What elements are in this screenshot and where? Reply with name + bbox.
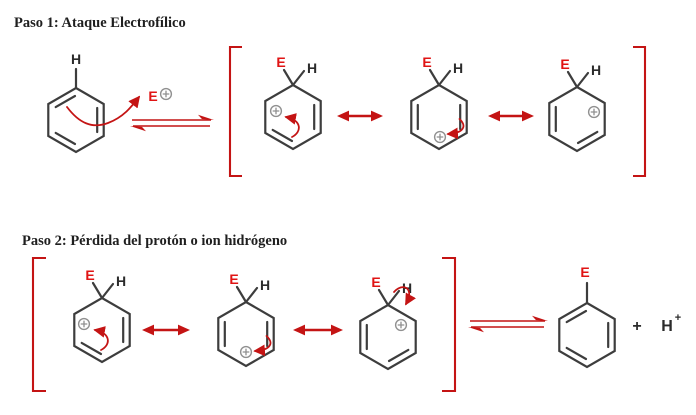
step2-open-bracket <box>31 256 46 393</box>
plus-charge-icon <box>587 105 601 119</box>
c-h-bond <box>244 286 259 304</box>
e-substituent-label: E <box>560 56 569 72</box>
c-e-bond <box>566 70 579 89</box>
benzene-ring <box>264 83 322 151</box>
step2-arenium-ion-1: E H <box>73 267 131 364</box>
c-h-bond <box>100 282 115 300</box>
left-arrowhead-icon <box>142 324 154 336</box>
benzene-ring <box>359 303 417 371</box>
e-substituent-label: E <box>580 264 589 280</box>
electron-shift-arrow <box>93 326 109 351</box>
resonance-arrow <box>488 110 534 122</box>
left-arrowhead-icon <box>293 324 305 336</box>
right-arrowhead-icon <box>522 110 534 122</box>
e-substituent-label: E <box>85 267 94 283</box>
proton-charge-label: + <box>675 312 681 324</box>
step2-title: Paso 2: Pérdida del protón o ion hidróge… <box>22 233 287 249</box>
e-substituent-label: E <box>422 54 431 70</box>
resonance-arrow <box>142 324 190 336</box>
hydrogen-label: H <box>591 62 601 78</box>
benzene-ring <box>47 86 105 154</box>
forward-arrowhead-icon <box>532 315 548 321</box>
resonance-arrow <box>293 324 343 336</box>
c-e-bond <box>235 285 248 304</box>
resonance-arrow <box>337 110 383 122</box>
step2-close-bracket <box>442 256 457 393</box>
c-e-bond <box>91 281 104 300</box>
step1-open-bracket <box>228 45 242 178</box>
benzene-ring <box>548 85 606 153</box>
forward-arrowhead-icon <box>198 114 214 120</box>
left-arrowhead-icon <box>488 110 500 122</box>
electrophile-symbol: E <box>148 87 173 104</box>
e-substituent-label: E <box>229 271 238 287</box>
proton-product: + H + <box>632 312 681 335</box>
plus-charge-icon <box>394 318 408 332</box>
step2-arenium-ion-2: E H <box>217 271 275 368</box>
c-h-bond <box>291 69 306 87</box>
hydrogen-label: H <box>307 60 317 76</box>
c-h-bond <box>386 289 401 307</box>
e-substituent-label: E <box>371 274 380 290</box>
step1-arenium-ion-1: E H <box>264 54 322 151</box>
step1-equilibrium-arrows <box>130 114 214 132</box>
c-e-bond <box>377 288 390 307</box>
step1-arenium-ion-3: E H <box>548 56 606 153</box>
hydrogen-label: H <box>116 273 126 289</box>
benzene-ring <box>217 300 275 368</box>
electron-shift-arrow <box>284 113 300 138</box>
proton-label: H <box>661 318 673 335</box>
step1-close-bracket <box>633 45 647 178</box>
left-arrowhead-icon <box>337 110 349 122</box>
electron-pair-curved-arrow <box>66 95 141 127</box>
hydrogen-label: H <box>260 277 270 293</box>
electron-shift-arrow <box>446 118 465 140</box>
reverse-arrowhead-icon <box>468 327 484 333</box>
step2-equilibrium-arrows <box>468 315 548 333</box>
benzene-ring <box>410 83 468 151</box>
step1-title: Paso 1: Ataque Electrofílico <box>14 15 186 31</box>
c-e-bond <box>282 68 295 87</box>
right-arrowhead-icon <box>371 110 383 122</box>
plus-charge-icon <box>239 345 253 359</box>
right-arrowhead-icon <box>331 324 343 336</box>
benzene-ring <box>73 296 131 364</box>
step1-benzene-reactant: H <box>47 51 141 154</box>
plus-charge-icon <box>159 87 173 101</box>
c-h-bond <box>437 69 452 87</box>
hydrogen-label: H <box>453 60 463 76</box>
step1-arenium-ion-2: E H <box>410 54 468 151</box>
step2-arenium-ion-3: E H <box>359 274 417 371</box>
proton-loss-curved-arrow <box>393 286 416 306</box>
plus-charge-icon <box>77 317 91 331</box>
electrophile-label: E <box>148 88 157 104</box>
plus-charge-icon <box>433 130 447 144</box>
right-arrowhead-icon <box>178 324 190 336</box>
e-substituent-label: E <box>276 54 285 70</box>
hydrogen-label: H <box>71 51 81 67</box>
plus-sign: + <box>632 318 641 335</box>
plus-charge-icon <box>269 104 283 118</box>
electron-shift-arrow <box>253 335 272 357</box>
reverse-arrowhead-icon <box>130 126 146 132</box>
c-h-bond <box>575 71 590 89</box>
c-e-bond <box>428 68 441 87</box>
benzene-ring <box>558 301 616 369</box>
product-benzene: E <box>558 264 616 369</box>
